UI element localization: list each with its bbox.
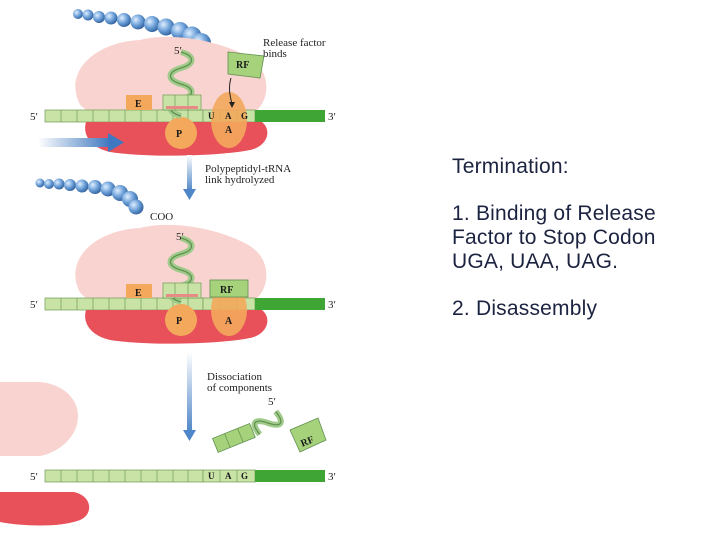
e-site-label: E (135, 99, 142, 110)
e-site-label-2: E (135, 288, 142, 299)
deacylated-trna (162, 238, 202, 302)
release-factor-bound: RF (209, 279, 249, 298)
codon-a: A (225, 111, 232, 121)
p-site (165, 117, 197, 149)
peptidyl-trna (162, 52, 202, 116)
codon-u: U (208, 111, 215, 121)
step-2-text: 2. Disassembly (452, 297, 598, 320)
free-release-factor: RF (289, 417, 327, 453)
codon-g: G (241, 111, 248, 121)
released-polypeptide (35, 178, 144, 215)
large-subunit-partial (0, 382, 78, 456)
release-factor-binds-label: Release factor (263, 37, 326, 49)
codon-g-3: G (241, 471, 248, 481)
a-site-label-2: A (225, 316, 233, 327)
mrna-5prime-label-2: 5′ (30, 299, 38, 311)
small-subunit-partial (0, 492, 90, 526)
trna-5prime-label-3: 5′ (268, 396, 276, 408)
release-factor: RF (227, 51, 265, 79)
e-site (126, 95, 152, 110)
hydrolysis-label-2: link hydrolyzed (205, 174, 275, 186)
codon-a-3: A (225, 471, 232, 481)
mrna-strand-3 (44, 469, 325, 483)
rf-label-2: RF (220, 285, 233, 296)
p-site-label: P (176, 129, 182, 140)
mrna-3prime-label-2: 3′ (328, 299, 336, 311)
termination-text-panel: Termination: 1. Binding of Release Facto… (452, 155, 702, 321)
direction-arrow (38, 133, 124, 152)
dissociation-label-2: of components (207, 382, 272, 394)
a-site (211, 92, 247, 148)
coo-label: COO (150, 211, 173, 223)
panel-dissociation: RF 5′ U A G 5′ 3′ (0, 382, 336, 526)
p-site-label-2: P (176, 316, 182, 327)
rf-label: RF (236, 60, 249, 71)
free-trna (212, 409, 284, 453)
trna-5prime-label: 5′ (174, 45, 182, 57)
p-site-2 (165, 304, 197, 336)
step-arrow-dissociation (183, 352, 196, 441)
mrna-5prime-label-3: 5′ (30, 471, 38, 483)
trna-5prime-label-2: 5′ (176, 231, 184, 243)
dissociation-label: Dissociation (207, 371, 262, 383)
step-arrow-hydrolysis (183, 155, 196, 200)
panel-hydrolysis: COO E P A (30, 178, 336, 344)
step-1-text: 1. Binding of Release Factor to Stop Cod… (452, 202, 656, 273)
mrna-3prime-label: 3′ (328, 111, 336, 123)
mrna-5prime-label: 5′ (30, 111, 38, 123)
e-site-2 (126, 284, 152, 298)
codon-u-3: U (208, 471, 215, 481)
hydrolysis-label: Polypeptidyl-tRNA (205, 163, 291, 175)
a-site-label: A (225, 125, 233, 136)
rf-label-3: RF (299, 434, 315, 449)
slide-heading: Termination: (452, 155, 569, 178)
panel-release-factor-binds: E P A U A G RF 5′ 3′ 5′ Release factor b… (30, 9, 336, 156)
mrna-3prime-label-3: 3′ (328, 471, 336, 483)
release-factor-binds-label-2: binds (263, 48, 287, 60)
termination-diagram: E P A U A G RF 5′ 3′ 5′ Release factor b… (0, 9, 336, 526)
